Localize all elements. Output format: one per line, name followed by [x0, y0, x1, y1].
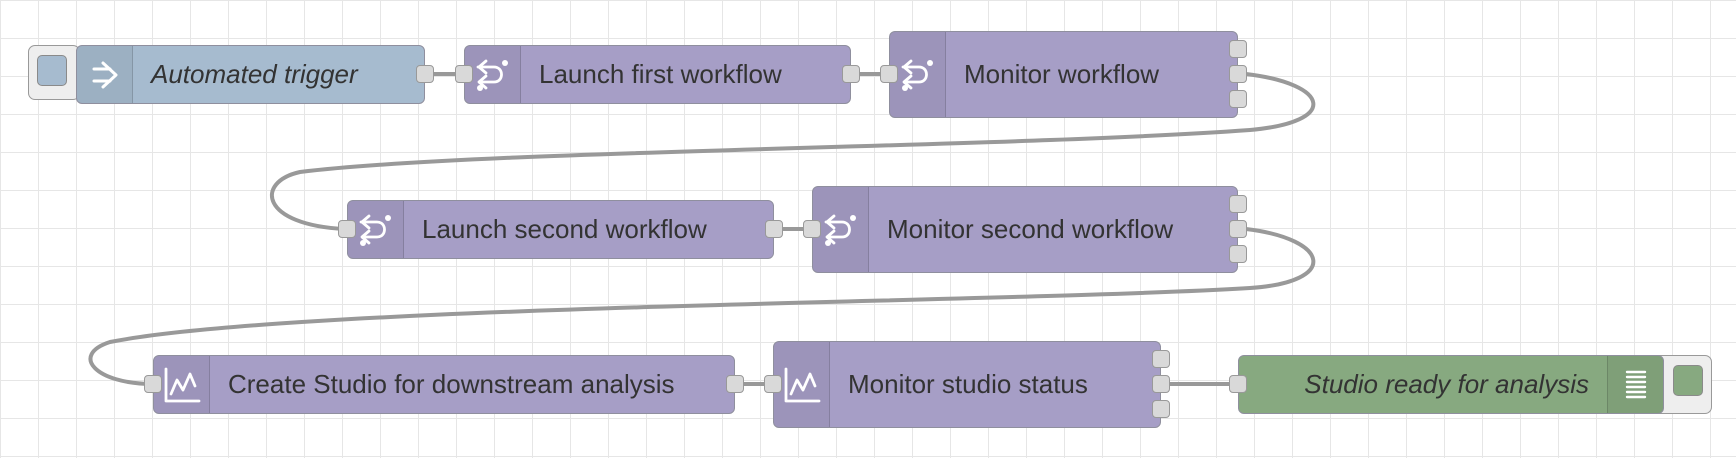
output-port[interactable]: [726, 375, 744, 393]
output-port[interactable]: [1229, 245, 1247, 263]
inject-button-inner: [37, 55, 67, 86]
node-label: Launch second workflow: [422, 214, 707, 244]
chart-icon: [154, 356, 210, 413]
input-port[interactable]: [144, 375, 162, 393]
node-monitor-workflow[interactable]: Monitor workflow: [889, 31, 1238, 118]
output-port[interactable]: [1229, 220, 1247, 238]
output-port[interactable]: [416, 65, 434, 83]
node-label: Automated trigger: [151, 59, 358, 89]
input-port[interactable]: [803, 220, 821, 238]
output-port[interactable]: [1229, 65, 1247, 83]
output-port[interactable]: [765, 220, 783, 238]
input-port[interactable]: [338, 220, 356, 238]
input-port[interactable]: [1229, 375, 1247, 393]
debug-toggle-inner: [1673, 365, 1703, 396]
node-monitor-second-workflow[interactable]: Monitor second workflow: [812, 186, 1238, 273]
inject-button[interactable]: [28, 45, 80, 100]
workflow-icon: [465, 46, 521, 103]
workflow-icon: [813, 187, 869, 272]
input-port[interactable]: [764, 375, 782, 393]
node-launch-first-workflow[interactable]: Launch first workflow: [464, 45, 851, 104]
output-port[interactable]: [1152, 375, 1170, 393]
node-label: Studio ready for analysis: [1304, 369, 1589, 399]
node-launch-second-workflow[interactable]: Launch second workflow: [347, 200, 774, 259]
output-port[interactable]: [1152, 400, 1170, 418]
node-label: Monitor workflow: [964, 59, 1160, 89]
chart-icon: [774, 342, 830, 427]
output-port[interactable]: [1229, 195, 1247, 213]
node-label: Monitor studio status: [848, 369, 1088, 399]
node-studio-ready[interactable]: Studio ready for analysis: [1238, 355, 1664, 414]
input-port[interactable]: [880, 65, 898, 83]
arrow-right-icon: [77, 46, 133, 103]
output-port[interactable]: [842, 65, 860, 83]
node-label: Launch first workflow: [539, 59, 782, 89]
workflow-icon: [348, 201, 404, 258]
node-create-studio[interactable]: Create Studio for downstream analysis: [153, 355, 735, 414]
input-port[interactable]: [455, 65, 473, 83]
output-port[interactable]: [1229, 90, 1247, 108]
list-icon: [1607, 356, 1663, 413]
workflow-icon: [890, 32, 946, 117]
output-port[interactable]: [1229, 40, 1247, 58]
node-automated-trigger[interactable]: Automated trigger: [76, 45, 425, 104]
node-monitor-studio-status[interactable]: Monitor studio status: [773, 341, 1161, 428]
output-port[interactable]: [1152, 350, 1170, 368]
node-label: Monitor second workflow: [887, 214, 1174, 244]
node-label: Create Studio for downstream analysis: [228, 369, 675, 399]
